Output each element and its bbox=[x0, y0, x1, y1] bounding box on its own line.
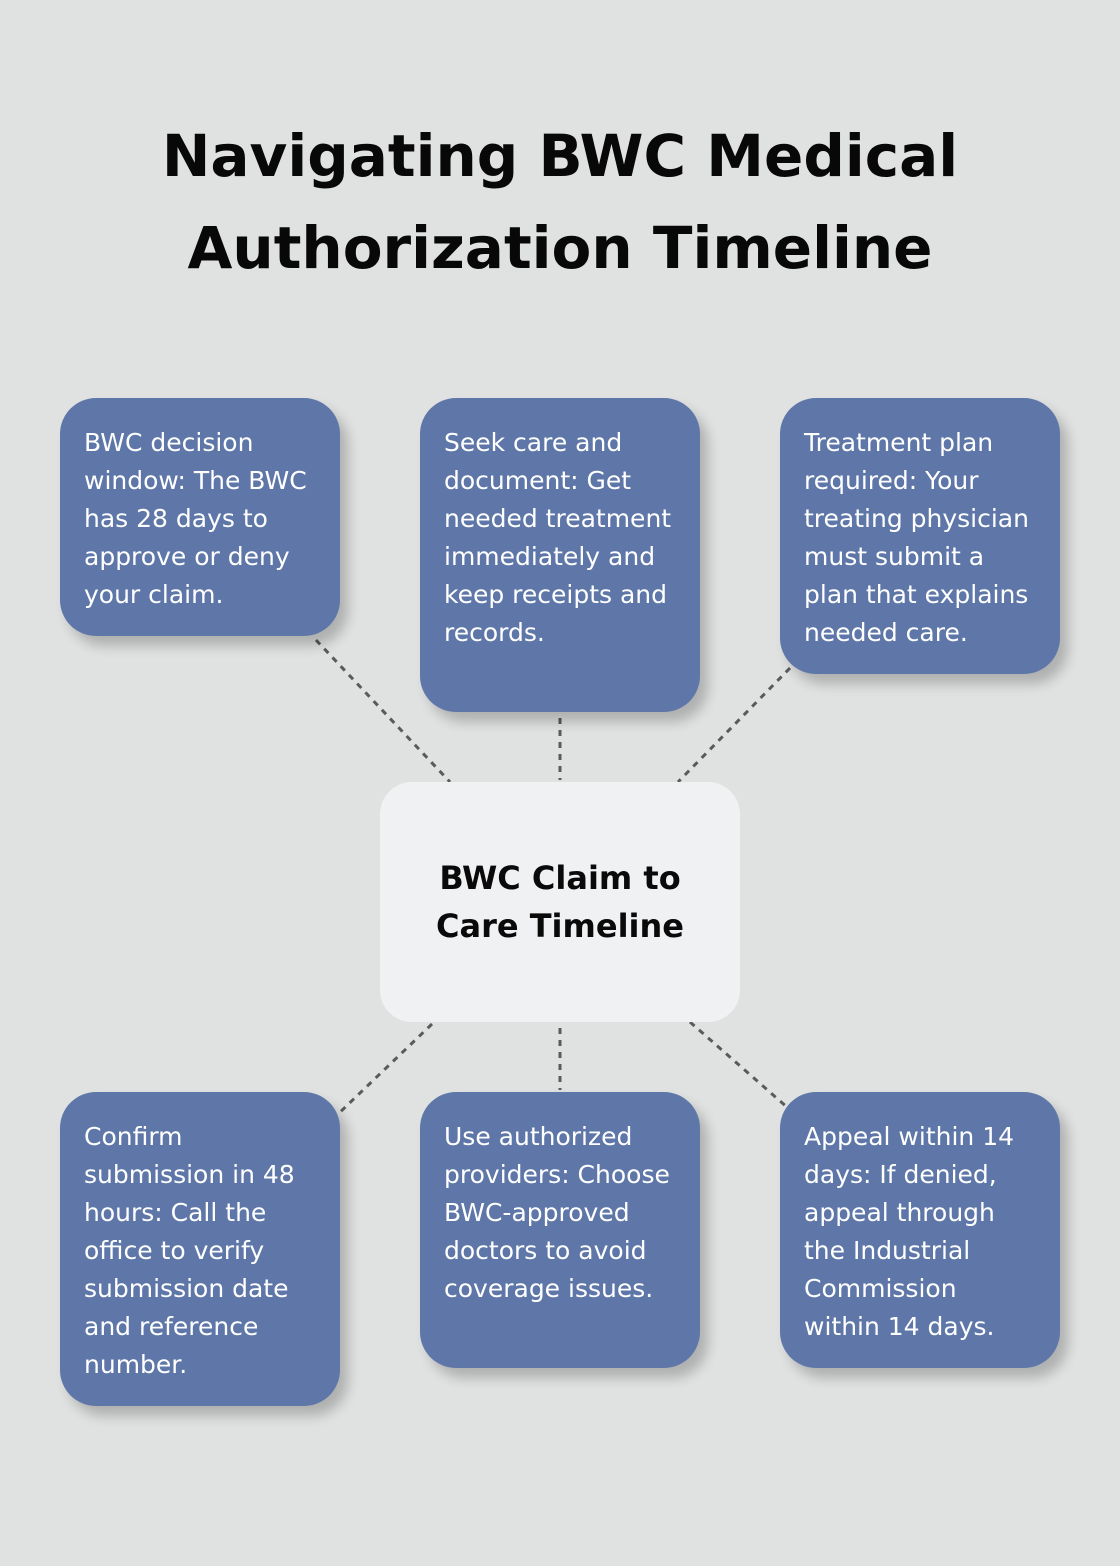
page-title-line-1: Navigating BWC Medical bbox=[161, 122, 959, 190]
connector-top-left bbox=[314, 638, 452, 784]
connector-bottom-left bbox=[334, 1022, 434, 1118]
step-card-text: Treatment plan required: Your treating p… bbox=[804, 428, 1029, 647]
step-card-decision-window: BWC decision window: The BWC has 28 days… bbox=[60, 398, 340, 636]
center-node-line-2: Care Timeline bbox=[436, 907, 684, 945]
step-card-treatment-plan: Treatment plan required: Your treating p… bbox=[780, 398, 1060, 674]
connector-bottom-right bbox=[689, 1020, 789, 1110]
center-node: BWC Claim to Care Timeline bbox=[380, 782, 740, 1022]
step-card-text: Seek care and document: Get needed treat… bbox=[444, 428, 672, 647]
connector-top-right bbox=[676, 666, 792, 784]
step-card-seek-care: Seek care and document: Get needed treat… bbox=[420, 398, 700, 712]
step-card-text: Confirm submission in 48 hours: Call the… bbox=[84, 1122, 295, 1379]
step-card-confirm-submission: Confirm submission in 48 hours: Call the… bbox=[60, 1092, 340, 1406]
step-card-text: Use authorized providers: Choose BWC-app… bbox=[444, 1122, 670, 1303]
page-title-line-2: Authorization Timeline bbox=[187, 214, 933, 282]
center-node-line-1: BWC Claim to bbox=[439, 859, 681, 897]
step-card-appeal: Appeal within 14 days: If denied, appeal… bbox=[780, 1092, 1060, 1368]
step-card-authorized-providers: Use authorized providers: Choose BWC-app… bbox=[420, 1092, 700, 1368]
page-title: Navigating BWC Medical Authorization Tim… bbox=[0, 110, 1120, 294]
step-card-text: Appeal within 14 days: If denied, appeal… bbox=[804, 1122, 1015, 1341]
step-card-text: BWC decision window: The BWC has 28 days… bbox=[84, 428, 307, 609]
